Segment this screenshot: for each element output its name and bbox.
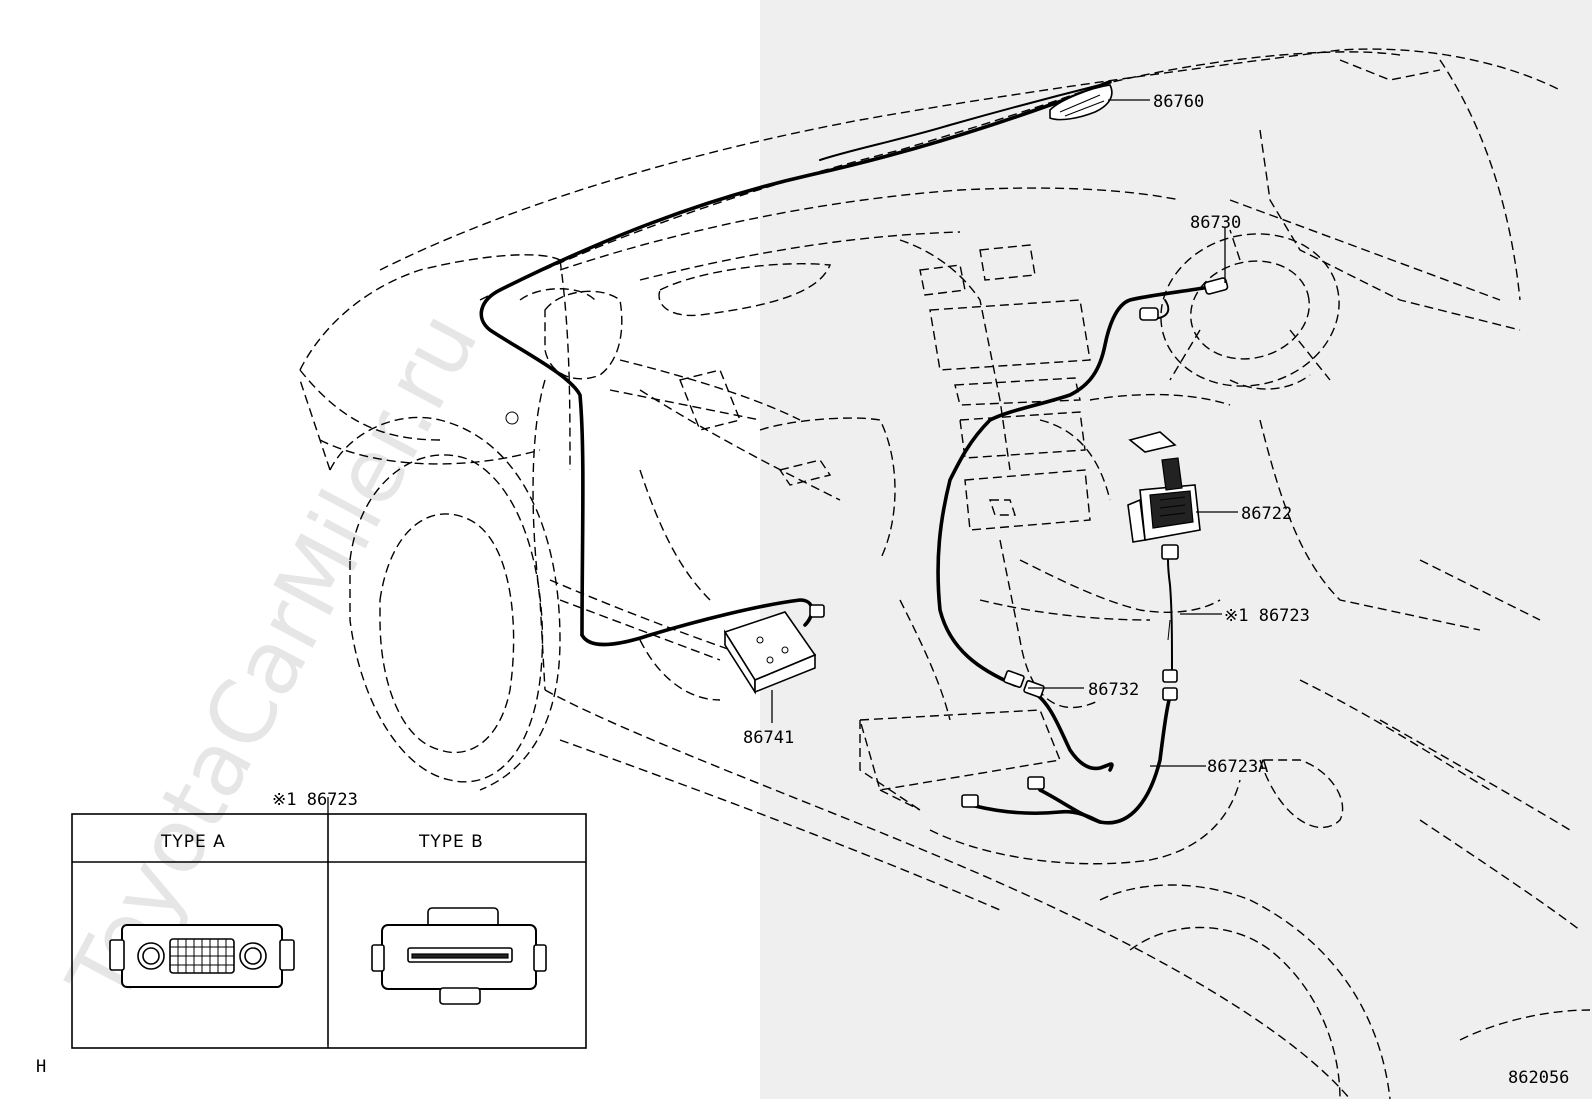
callout-86732: 86732 [1088, 680, 1139, 700]
part-86730[interactable] [1139, 277, 1229, 321]
part-86723-connectors[interactable] [1162, 619, 1178, 701]
wire-harness [479, 80, 1212, 825]
callout-86730: 86730 [1190, 213, 1241, 233]
inset-reference: ※1 86723 [272, 790, 358, 810]
callout-86760: 86760 [1153, 92, 1204, 112]
callout-86723a: 86723A [1207, 757, 1268, 777]
diagram-number: 862056 [1508, 1068, 1569, 1088]
callout-86723: ※1 86723 [1224, 606, 1310, 626]
corner-letter: H [36, 1057, 46, 1077]
part-86722[interactable] [1127, 431, 1201, 560]
connector-type-inset: ※1 86723 TYPE A TYPE B [71, 790, 587, 1049]
callout-86722: 86722 [1241, 504, 1292, 524]
type-a-label: TYPE A [160, 832, 226, 852]
car-body-outline [299, 48, 1591, 1099]
part-box-plugs[interactable] [961, 776, 1045, 808]
type-b-label: TYPE B [418, 832, 484, 852]
callout-86741: 86741 [743, 728, 794, 748]
type-b-connector [371, 907, 547, 1005]
part-86732[interactable] [1003, 670, 1045, 698]
part-86741[interactable] [723, 604, 825, 695]
type-a-connector [109, 924, 295, 988]
